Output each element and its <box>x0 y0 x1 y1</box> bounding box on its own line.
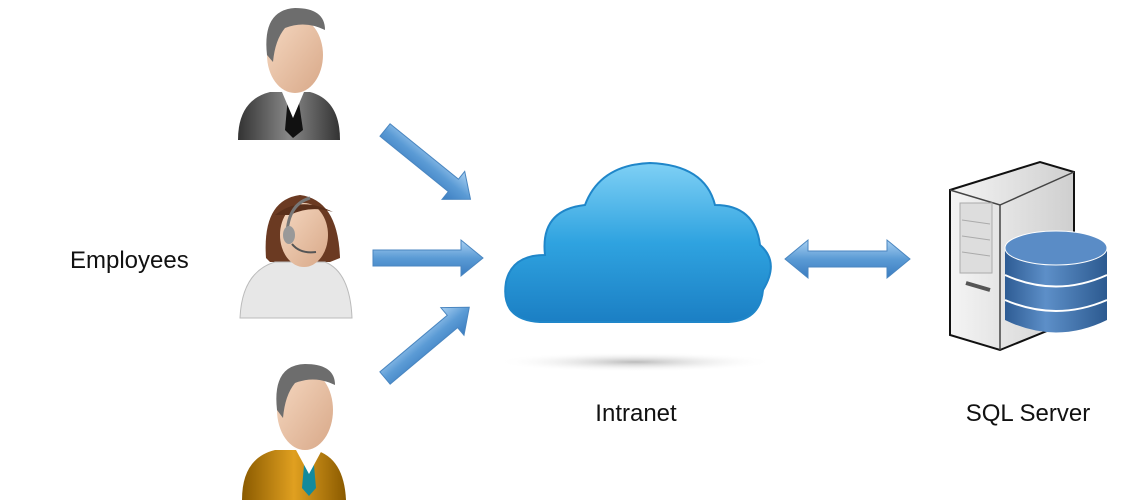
arrow-right-icon <box>372 293 482 393</box>
employees-label: Employees <box>70 247 189 274</box>
intranet-label: Intranet <box>595 400 677 427</box>
employee-man-icon <box>242 364 346 500</box>
arrow-right-icon <box>372 239 484 277</box>
sql-server-label: SQL Server <box>966 400 1091 427</box>
cloud-shadow <box>495 352 775 372</box>
employee-man-icon <box>238 8 340 140</box>
cloud-icon <box>504 161 772 323</box>
employee-headset-woman-icon <box>239 195 353 319</box>
double-arrow-icon <box>784 238 911 280</box>
database-icon <box>1004 230 1108 333</box>
arrow-right-icon <box>373 115 483 214</box>
